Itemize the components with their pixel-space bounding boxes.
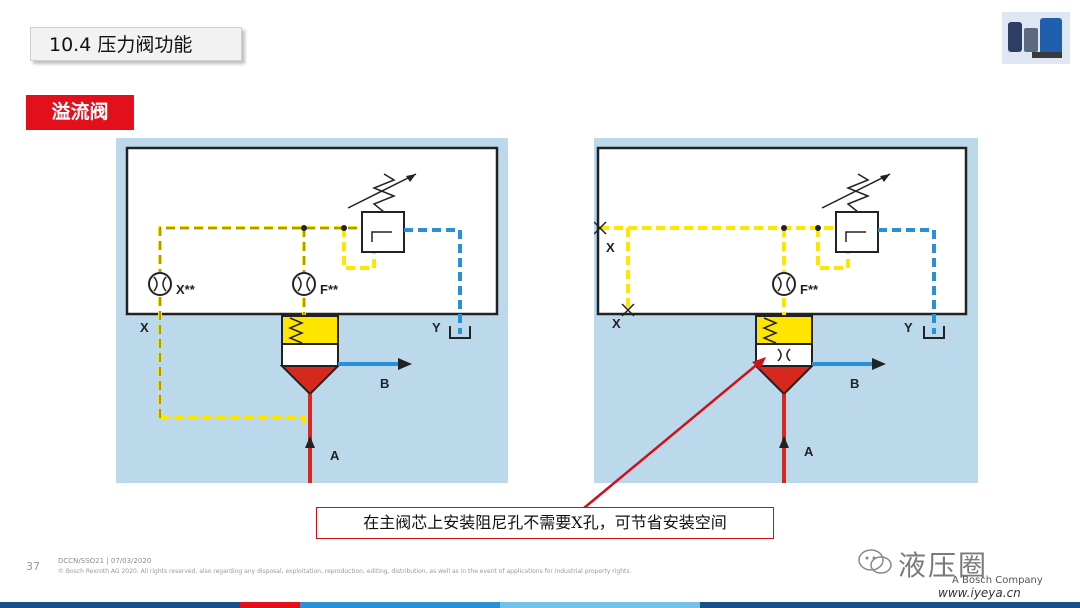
pilot-spring (371, 173, 397, 213)
orifice-x (148, 272, 172, 296)
junction-dot (815, 225, 821, 231)
slide-title: 10.4 压力阀功能 (30, 27, 242, 61)
label-f-port: F** (320, 282, 339, 297)
product-logo-image (1002, 12, 1070, 64)
label-b: B (380, 376, 389, 391)
section-label: 溢流阀 (26, 95, 134, 130)
label-f-port: F** (800, 282, 819, 297)
main-valve-spool (281, 343, 339, 367)
pilot-spring (845, 173, 871, 213)
label-y: Y (904, 320, 913, 335)
tank-symbol (449, 326, 471, 339)
main-valve-spool (755, 343, 813, 367)
junction-dot (301, 225, 307, 231)
main-valve-seat (279, 365, 341, 396)
pilot-valve-symbol (845, 231, 866, 242)
arrow-b (398, 358, 412, 370)
footer-color-bar (0, 602, 1080, 608)
adjust-arrow (347, 173, 417, 209)
arrow-b (872, 358, 886, 370)
watermark: 液压圈 A Bosch Company (858, 540, 1070, 586)
label-x-top: X (606, 240, 615, 255)
tank-symbol (923, 326, 945, 339)
orifice-f (772, 272, 796, 296)
page-number: 37 (26, 560, 40, 573)
watermark-text: 液压圈 (898, 549, 989, 582)
relief-valve-diagram-left: X** F** X Y B A (116, 138, 508, 483)
blocked-port-mark (594, 221, 635, 317)
junction-dot (341, 225, 347, 231)
wechat-icon (858, 549, 892, 574)
label-a: A (330, 448, 340, 463)
main-valve-seat (753, 365, 815, 396)
orifice-f (292, 272, 316, 296)
label-x: X (140, 320, 149, 335)
label-b: B (850, 376, 859, 391)
callout-note: 在主阀芯上安装阻尼孔不需要X孔，可节省安装空间 (316, 507, 774, 539)
arrow-a (305, 436, 315, 448)
main-spring (762, 317, 778, 344)
label-a: A (804, 444, 814, 459)
junction-dot (781, 225, 787, 231)
label-y: Y (432, 320, 441, 335)
footer-copyright: © Bosch Rexroth AG 2020. All rights rese… (58, 568, 632, 575)
label-x-port: X** (176, 282, 196, 297)
site-url[interactable]: www.iyeya.cn (938, 586, 1021, 600)
spool-damping-orifice (777, 348, 791, 362)
main-valve-spring-chamber (755, 315, 813, 345)
arrow-a (779, 436, 789, 448)
main-valve-spring-chamber (281, 315, 339, 345)
tank-line (878, 228, 936, 334)
relief-valve-diagram-right: X X F** Y B A (594, 138, 978, 483)
label-x-bottom: X (612, 316, 621, 331)
main-spring (288, 317, 304, 344)
pilot-valve-symbol (371, 231, 392, 242)
footer-code: DCCN/SSO21 | 07/03/2020 (58, 557, 152, 565)
watermark-subtitle: A Bosch Company (952, 575, 1043, 586)
adjust-arrow (821, 173, 891, 209)
tank-line (404, 228, 462, 334)
